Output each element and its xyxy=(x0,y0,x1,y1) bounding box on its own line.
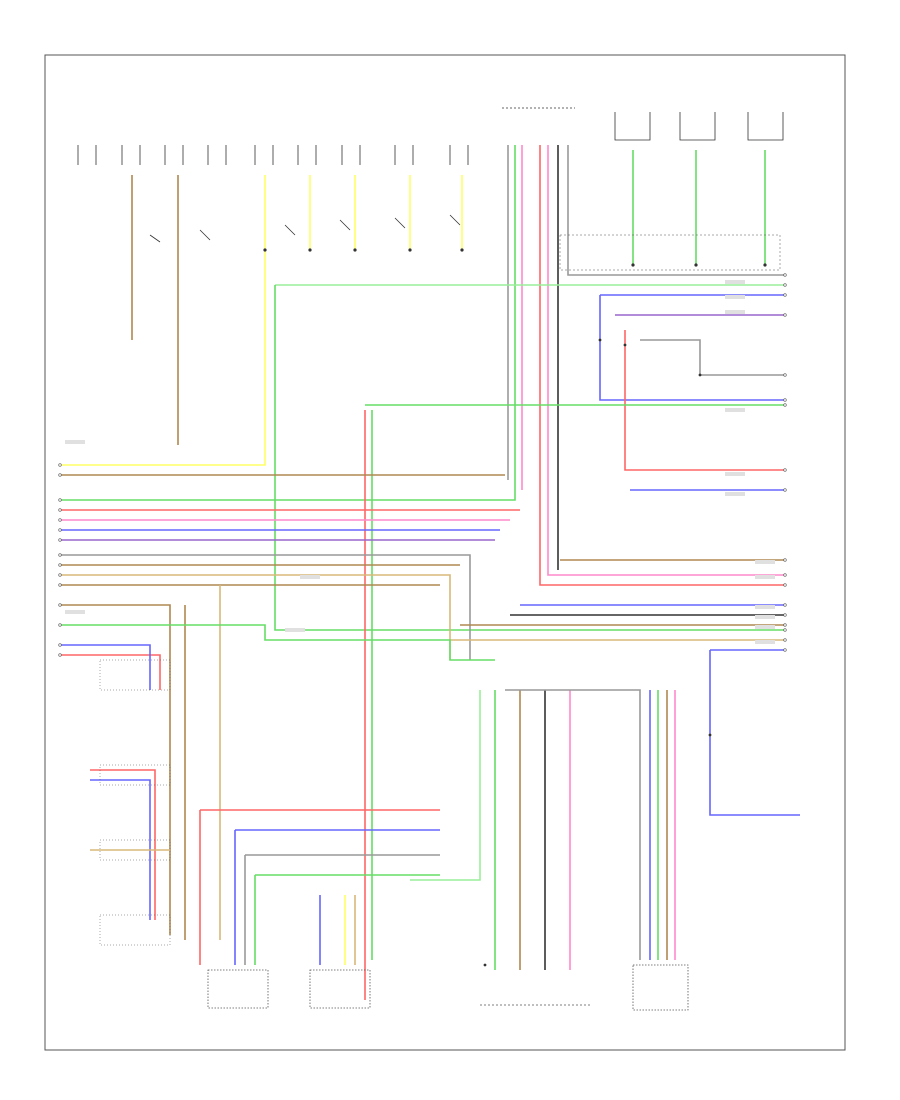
wire-green-loop-2 xyxy=(274,285,785,631)
wire-green-vert xyxy=(60,145,516,501)
misc-connector-boxes xyxy=(99,234,781,946)
wire-green-left-bus xyxy=(60,624,495,661)
diagram-frame xyxy=(44,54,846,1051)
dashboard-box xyxy=(632,964,689,1011)
wires xyxy=(60,145,800,1000)
wire-gray-right xyxy=(640,339,785,376)
wire-blue-right-2 xyxy=(599,295,785,401)
wire-code-labels xyxy=(65,280,775,644)
wire-tan-bus xyxy=(60,574,451,660)
left-connector-pins xyxy=(58,463,62,657)
right-connector-pins xyxy=(783,273,787,652)
wire-blue-left-2 xyxy=(90,779,151,920)
gear-selector-box xyxy=(207,969,269,1009)
wire-red-left-1 xyxy=(60,654,161,690)
wire-blue-left-1 xyxy=(60,644,151,690)
wire-red-right xyxy=(624,330,785,471)
switches-top xyxy=(149,214,461,243)
wire-brown-down-2 xyxy=(60,604,171,935)
wire-blue-right-6 xyxy=(709,650,800,816)
top-components xyxy=(77,107,784,165)
fuel-level-box xyxy=(309,969,371,1009)
wire-green-bottom-2 xyxy=(410,690,481,881)
wire-red-vert xyxy=(539,145,785,586)
wire-yellow-1 xyxy=(60,175,266,466)
wire-gray-vert-2 xyxy=(567,145,785,276)
splice-dots xyxy=(263,248,767,967)
wire-pink-vert-2 xyxy=(547,145,785,576)
wire-red-left-2 xyxy=(90,769,156,920)
bottom-component-boxes xyxy=(207,964,689,1011)
wire-gray-br xyxy=(505,689,641,960)
